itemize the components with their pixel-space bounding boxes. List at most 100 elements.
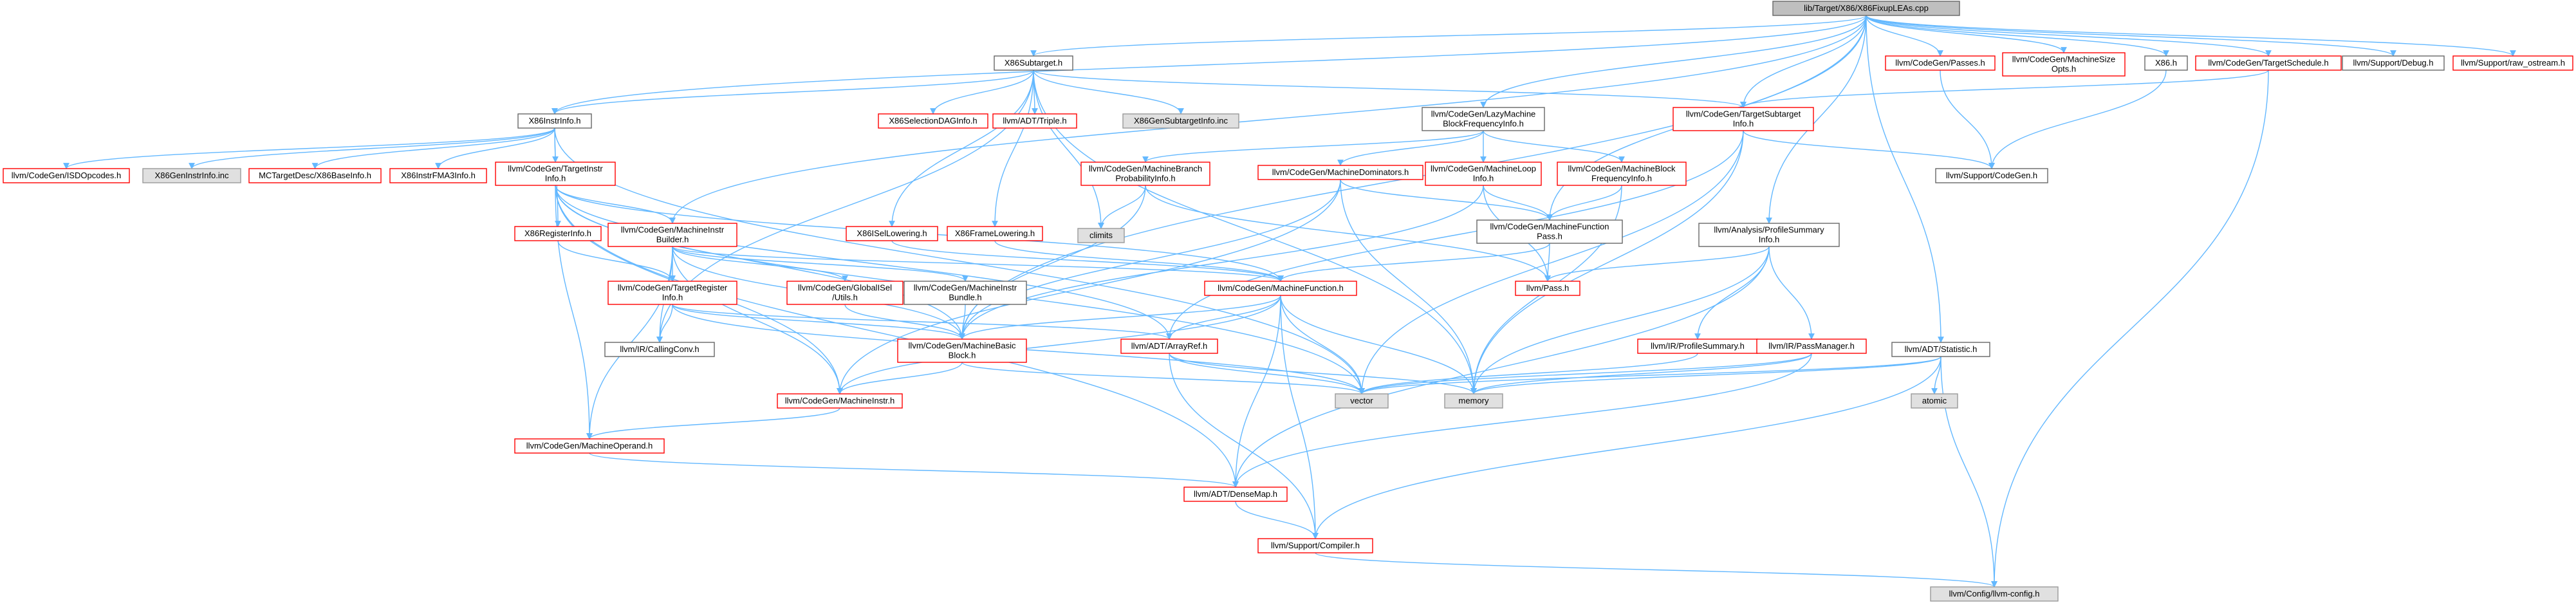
node-machinedominators-box bbox=[1257, 165, 1423, 180]
node-statistic[interactable]: llvm/ADT/Statistic.h bbox=[1891, 342, 1990, 357]
edge-root-to-codegenpasses bbox=[1866, 15, 1943, 57]
node-machineinstr[interactable]: llvm/CodeGen/MachineInstr.h bbox=[777, 393, 903, 409]
node-machineinstrbuilder-label-line-1: Builder.h bbox=[656, 235, 689, 245]
node-mfpass-label-line-0: llvm/CodeGen/MachineFunction bbox=[1490, 222, 1609, 232]
node-mibundle-label-line-1: Bundle.h bbox=[949, 293, 981, 302]
node-pass[interactable]: llvm/Pass.h bbox=[1515, 281, 1580, 296]
node-codegenpasses[interactable]: llvm/CodeGen/Passes.h bbox=[1885, 55, 1996, 71]
node-lazymbfi[interactable]: llvm/CodeGen/LazyMachineBlockFrequencyIn… bbox=[1422, 107, 1545, 131]
node-x86gensubtarget[interactable]: X86GenSubtargetInfo.inc bbox=[1122, 113, 1239, 129]
node-x86subtarget-box bbox=[994, 55, 1073, 71]
edge-machineoperand-to-densemap bbox=[589, 452, 1239, 488]
node-mbpi-label-line-1: ProbabilityInfo.h bbox=[1115, 174, 1175, 183]
node-triple[interactable]: llvm/ADT/Triple.h bbox=[992, 113, 1077, 129]
node-arrayref[interactable]: llvm/ADT/ArrayRef.h bbox=[1120, 339, 1218, 354]
edge-targetsubtarget-to-vector bbox=[1358, 130, 1744, 394]
node-machineinstrbuilder-label-line-0: llvm/CodeGen/MachineInstr bbox=[621, 225, 725, 235]
node-machineinstrbuilder-box bbox=[607, 223, 737, 247]
node-atomic[interactable]: atomic bbox=[1911, 393, 1958, 409]
node-machinefunction-box bbox=[1204, 281, 1357, 296]
node-callingconv-box bbox=[604, 342, 715, 357]
node-x86h[interactable]: X86.h bbox=[2144, 55, 2188, 71]
node-machinefunction[interactable]: llvm/CodeGen/MachineFunction.h bbox=[1204, 281, 1357, 296]
node-pass-box bbox=[1515, 281, 1580, 296]
node-supportcodegen[interactable]: llvm/Support/CodeGen.h bbox=[1935, 168, 2048, 183]
node-llvmconfig[interactable]: llvm/Config/llvm-config.h bbox=[1930, 586, 2059, 602]
node-isdopcodes-label-line-0: llvm/CodeGen/ISDOpcodes.h bbox=[12, 171, 122, 180]
node-vector[interactable]: vector bbox=[1335, 393, 1389, 409]
node-isdopcodes[interactable]: llvm/CodeGen/ISDOpcodes.h bbox=[3, 168, 130, 183]
node-x86isellowering-label-line-0: X86ISelLowering.h bbox=[857, 228, 927, 238]
node-mbpi[interactable]: llvm/CodeGen/MachineBranchProbabilityInf… bbox=[1080, 162, 1210, 186]
node-debug-box bbox=[2342, 55, 2445, 71]
node-mcx86baseinfo[interactable]: MCTargetDesc/X86BaseInfo.h bbox=[248, 168, 382, 183]
node-targetschedule[interactable]: llvm/CodeGen/TargetSchedule.h bbox=[2195, 55, 2342, 71]
node-llvmconfig-label-line-0: llvm/Config/llvm-config.h bbox=[1949, 589, 2040, 598]
node-mbfi-box bbox=[1557, 162, 1687, 186]
node-x86registerinfo[interactable]: X86RegisterInfo.h bbox=[514, 226, 602, 241]
node-mbpi-label-line-0: llvm/CodeGen/MachineBranch bbox=[1089, 164, 1202, 174]
node-arrayref-label-line-0: llvm/ADT/ArrayRef.h bbox=[1131, 341, 1207, 351]
node-densemap[interactable]: llvm/ADT/DenseMap.h bbox=[1183, 487, 1288, 502]
edge-densemap-to-compiler bbox=[1235, 501, 1319, 539]
node-mbfi-label-line-1: FrequencyInfo.h bbox=[1591, 174, 1652, 183]
node-machinedominators[interactable]: llvm/CodeGen/MachineDominators.h bbox=[1257, 165, 1423, 180]
node-x86subtarget[interactable]: X86Subtarget.h bbox=[994, 55, 1073, 71]
edge-statistic-to-memory bbox=[1470, 356, 1941, 394]
edge-passmanager-to-memory bbox=[1470, 353, 1812, 394]
node-x86instrinfo[interactable]: X86InstrInfo.h bbox=[517, 113, 592, 129]
node-memory-box bbox=[1444, 393, 1503, 409]
node-rawostream[interactable]: llvm/Support/raw_ostream.h bbox=[2452, 55, 2573, 71]
node-passmanager[interactable]: llvm/IR/PassManager.h bbox=[1756, 339, 1867, 354]
node-globalisel[interactable]: llvm/CodeGen/GlobalISel/Utils.h bbox=[786, 281, 903, 305]
node-triple-box bbox=[992, 113, 1077, 129]
node-memory[interactable]: memory bbox=[1444, 393, 1503, 409]
node-x86framelowering[interactable]: X86FrameLowering.h bbox=[947, 226, 1043, 241]
node-climits[interactable]: climits bbox=[1077, 228, 1125, 243]
edge-machinedominators-to-mfpass bbox=[1340, 179, 1553, 221]
edge-targetsubtarget-to-memory bbox=[1470, 130, 1744, 394]
edge-machinefunction-to-arrayref bbox=[1166, 295, 1281, 340]
edge-x86subtarget-to-x86framelowering bbox=[992, 70, 1034, 227]
node-x86selectiondag[interactable]: X86SelectionDAGInfo.h bbox=[878, 113, 988, 129]
node-x86geninstrinfo[interactable]: X86GenInstrInfo.inc bbox=[142, 168, 241, 183]
node-machineloopinfo-box bbox=[1425, 162, 1542, 186]
edge-profilesummaryinfo-to-densemap bbox=[1232, 246, 1770, 488]
edge-root-to-statistic bbox=[1866, 15, 1944, 343]
edge-root-to-debug bbox=[1866, 15, 2396, 57]
edge-machinefunction-to-mbb bbox=[959, 295, 1281, 340]
node-densemap-box bbox=[1183, 487, 1288, 502]
node-machineoperand[interactable]: llvm/CodeGen/MachineOperand.h bbox=[514, 438, 665, 454]
edge-machineinstrbuilder-to-machineinstr bbox=[672, 246, 843, 394]
node-targetsubtarget-label-line-0: llvm/CodeGen/TargetSubtarget bbox=[1686, 109, 1801, 119]
node-x86instrfma3[interactable]: X86InstrFMA3Info.h bbox=[389, 168, 487, 183]
node-debug[interactable]: llvm/Support/Debug.h bbox=[2342, 55, 2445, 71]
node-machineloopinfo-label-line-0: llvm/CodeGen/MachineLoop bbox=[1431, 164, 1536, 174]
edge-lazymbfi-to-mbpi bbox=[1142, 130, 1484, 163]
node-x86isellowering[interactable]: X86ISelLowering.h bbox=[846, 226, 938, 241]
edge-machineinstrbuilder-to-machinefunction bbox=[672, 246, 1284, 282]
node-climits-label-line-0: climits bbox=[1089, 230, 1113, 240]
node-irprofilesummary[interactable]: llvm/IR/ProfileSummary.h bbox=[1637, 339, 1758, 354]
edge-mbb-to-machineinstr bbox=[837, 362, 963, 394]
node-compiler[interactable]: llvm/Support/Compiler.h bbox=[1257, 538, 1373, 553]
node-atomic-box bbox=[1911, 393, 1958, 409]
edge-mbb-to-vector bbox=[961, 362, 1365, 394]
node-callingconv[interactable]: llvm/IR/CallingConv.h bbox=[604, 342, 715, 357]
edge-mbpi-to-mbb bbox=[959, 185, 1146, 340]
edge-x86instrinfo-to-x86geninstrinfo bbox=[189, 127, 555, 169]
node-compiler-label-line-0: llvm/Support/Compiler.h bbox=[1271, 541, 1360, 550]
edge-machineinstrbuilder-to-mibundle bbox=[672, 246, 968, 282]
edge-x86instrinfo-to-isdopcodes bbox=[63, 127, 555, 169]
